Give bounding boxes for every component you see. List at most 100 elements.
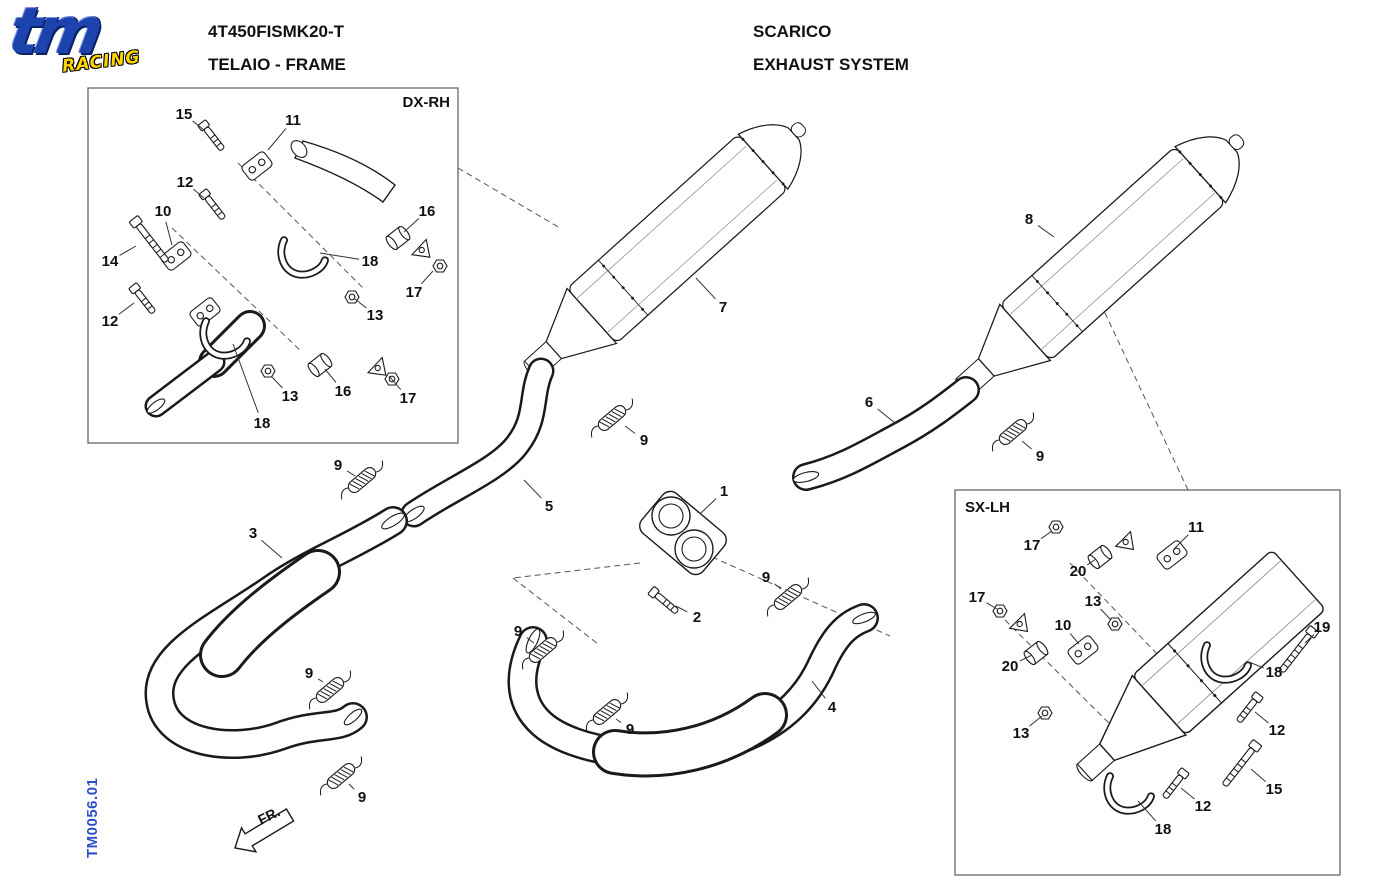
clamp-18-icon: [273, 228, 327, 284]
part-number-label: 13: [282, 388, 299, 405]
callout-leader-line: [986, 602, 998, 610]
callout-leader-line: [346, 470, 356, 477]
nut-13-icon: [1107, 617, 1123, 631]
header-pipe-3: [144, 506, 408, 760]
part-number-label: 13: [1085, 593, 1102, 610]
resonator-fill: [595, 695, 785, 775]
bolt-12-icon: [198, 187, 228, 223]
part-number-label: 9: [1036, 448, 1044, 465]
part-number-label: 8: [1025, 211, 1033, 228]
model-code: 4T450FISMK20-T: [208, 22, 345, 41]
spring-9: [581, 688, 633, 736]
silencer-7: [503, 97, 829, 401]
clamp-18-icon: [1099, 764, 1153, 820]
part-number-label: 12: [102, 313, 119, 330]
part-number-label: 19: [1314, 619, 1331, 636]
section-title-english: EXHAUST SYSTEM: [753, 55, 909, 74]
callout-leader-line: [1100, 608, 1112, 621]
pipe-end-opening: [852, 611, 876, 625]
spring-9: [336, 456, 388, 504]
part-number-label: 9: [514, 623, 522, 640]
callout-leader-line: [388, 375, 402, 391]
callout-leader-line: [811, 680, 826, 699]
part-number-label: 9: [626, 721, 634, 738]
callout-leader-line: [165, 221, 173, 246]
arrow-shape: [234, 808, 295, 853]
callout-leader-line: [1019, 654, 1033, 662]
part-number-label: 18: [1155, 821, 1172, 838]
callout-leader-line: [119, 245, 137, 256]
exhaust-flange-1: [639, 490, 727, 576]
callout-leader-line: [348, 783, 355, 790]
plate-17-icon: [1115, 529, 1137, 550]
part-number-label: 13: [367, 307, 384, 324]
silencer-8: [935, 109, 1268, 419]
callout-leader-line: [324, 368, 337, 383]
nut-17-icon: [992, 604, 1008, 618]
callout-leader-line: [118, 302, 135, 315]
callout-leader-line: [1040, 530, 1053, 540]
detail-box-sx-label: SX-LH: [965, 499, 1010, 516]
silencer-nose-tip: [290, 140, 308, 158]
part-number-label: 6: [865, 394, 873, 411]
nut-17-icon: [432, 259, 448, 273]
part-number-label: 18: [254, 415, 271, 432]
callout-leader-line: [261, 539, 283, 559]
detail-box-dx-frame: [87, 87, 459, 444]
callout-leader-line: [232, 343, 259, 413]
pipe-end-opening: [381, 512, 405, 530]
callout-leader-line: [1137, 800, 1157, 822]
callout-leader-line: [267, 128, 287, 151]
callout-leader-line: [523, 479, 542, 499]
callout-leader-line: [675, 605, 688, 613]
plate-17-icon: [411, 237, 433, 258]
detail-box-sx-frame: [954, 489, 1341, 876]
part-number-label: 7: [719, 299, 727, 316]
callout-leader-line: [526, 637, 535, 644]
resonator-fill: [202, 552, 338, 675]
callout-leader-line: [1029, 715, 1043, 727]
flange-bolt-2: [647, 585, 681, 617]
pipe-end-opening: [343, 708, 363, 726]
part-number-label: 11: [285, 112, 301, 129]
part-number-label: 15: [176, 106, 193, 123]
bushing-20-icon: [1085, 543, 1115, 571]
detail-box-sx-parts: [992, 520, 1324, 820]
callout-leader-line: [192, 120, 205, 131]
callout-leader-line: [1248, 661, 1264, 669]
front-direction-arrow: FR.: [234, 803, 295, 853]
bolt-12-icon: [1160, 766, 1190, 802]
part-number-label: 9: [305, 665, 313, 682]
mid-pipe-5: [400, 357, 555, 528]
part-number-label: 1: [720, 483, 728, 500]
section-title-italian: SCARICO: [753, 22, 832, 41]
bracket-11-icon: [239, 149, 275, 183]
detail-box-sx: SX-LH: [954, 489, 1341, 876]
callout-leader-line: [421, 270, 434, 285]
callout-leader-line: [877, 408, 896, 424]
spring-9: [762, 573, 814, 621]
bracket-10-icon: [1065, 633, 1101, 667]
frame-section-title: TELAIO - FRAME: [208, 55, 346, 74]
flange-port-bore: [658, 503, 684, 529]
header-pipe-4: [507, 603, 879, 778]
part-number-label: 9: [358, 789, 366, 806]
part-number-label: 9: [762, 569, 770, 586]
part-number-label: 12: [1195, 798, 1212, 815]
part-number-label: 18: [1266, 664, 1283, 681]
callout-leader-line: [1254, 711, 1269, 724]
part-number-label: 16: [419, 203, 436, 220]
part-number-label: 3: [249, 525, 257, 542]
callout-leader-line: [403, 218, 420, 233]
pipe-fill: [794, 378, 978, 489]
part-number-label: 11: [1188, 519, 1204, 536]
part-number-label: 20: [1070, 563, 1087, 580]
outlet-opening: [146, 398, 166, 414]
nut-13-icon: [344, 290, 360, 304]
callout-leader-line: [700, 498, 717, 514]
bolt-12-icon: [128, 281, 158, 317]
callout-leader-line: [271, 376, 283, 389]
bolt-15-icon: [197, 118, 227, 154]
